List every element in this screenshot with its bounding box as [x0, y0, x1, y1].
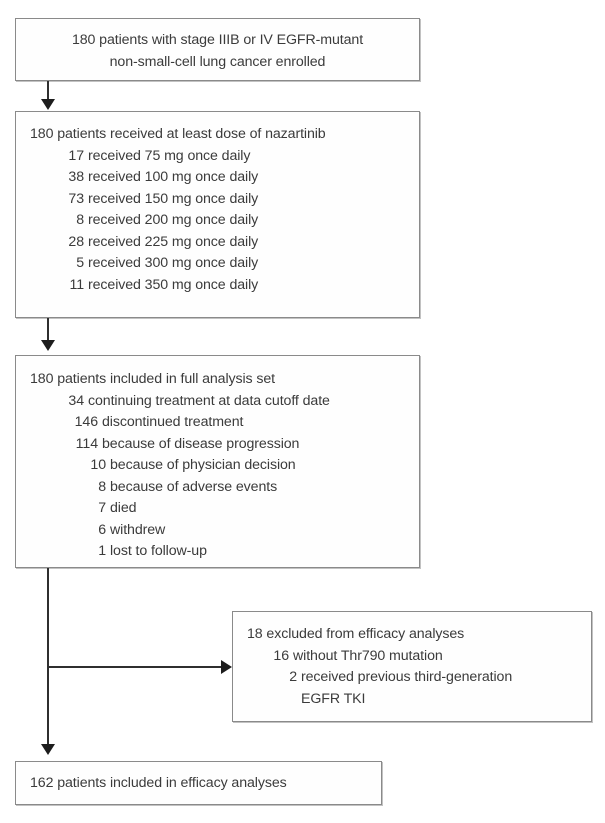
disposition-text: withdrew [110, 521, 166, 538]
dose-text: received 225 mg once daily [88, 233, 259, 250]
dose-count: 73 [68, 190, 84, 207]
disposition-text: because of disease progression [102, 435, 300, 452]
full-analysis-list: 34 continuing treatment at data cutoff d… [30, 391, 405, 563]
connector-branch-to-excluded [47, 666, 225, 668]
excluded-count: 16 [273, 647, 289, 664]
dose-row: 8 received 200 mg once daily [58, 210, 405, 232]
disposition-text: died [110, 500, 137, 516]
excluded-row: 2 received previous third-generation [273, 667, 579, 689]
box-full-analysis-set: 180 patients included in full analysis s… [15, 355, 420, 568]
excluded-text: received previous third-generation [301, 669, 513, 685]
disposition-count: 10 [90, 457, 106, 473]
disposition-count: 6 [98, 521, 106, 538]
arrowhead-treated-to-full-analysis [41, 340, 55, 351]
box-treated-doses: 180 patients received at least dose of n… [15, 111, 420, 318]
connector-full-analysis-trunk [47, 568, 49, 745]
excluded-list: 16 without Thr790 mutation 2 received pr… [265, 646, 579, 711]
dose-row: 5 received 300 mg once daily [58, 253, 405, 275]
excluded-continuation-text: EGFR TKI [301, 690, 366, 707]
disposition-row: 1 lost to follow-up [74, 541, 405, 563]
dose-row: 17 received 75 mg once daily [58, 146, 405, 168]
disposition-count: 114 [75, 435, 98, 452]
dose-text: received 75 mg once daily [88, 147, 251, 164]
full-analysis-header: 180 patients included in full analysis s… [30, 371, 276, 387]
disposition-count: 34 [68, 392, 84, 409]
disposition-text: discontinued treatment [102, 414, 244, 430]
dose-row: 38 received 100 mg once daily [58, 167, 405, 189]
dose-text: received 350 mg once daily [88, 276, 259, 293]
box-efficacy-analyses: 162 patients included in efficacy analys… [15, 761, 382, 805]
dose-count: 5 [76, 255, 84, 271]
dose-count: 8 [76, 212, 84, 228]
dose-row: 28 received 225 mg once daily [58, 232, 405, 254]
disposition-row: 7 died [74, 498, 405, 520]
box-enrolled: 180 patients with stage IIIB or IV EGFR-… [15, 18, 420, 81]
disposition-count: 7 [98, 500, 106, 516]
excluded-text: without Thr790 mutation [293, 647, 443, 664]
treated-header: 180 patients received at least dose of n… [30, 126, 326, 142]
arrowhead-full-analysis-to-efficacy [41, 744, 55, 755]
dose-text: received 200 mg once daily [88, 212, 259, 228]
dose-count: 17 [68, 147, 84, 164]
disposition-count: 146 [74, 414, 98, 430]
disposition-row: 34 continuing treatment at data cutoff d… [52, 391, 405, 413]
connector-treated-to-full-analysis [47, 318, 49, 342]
dose-count: 38 [68, 169, 84, 185]
enrolled-line-2: non-small-cell lung cancer enrolled [109, 53, 326, 70]
efficacy-header: 162 patients included in efficacy analys… [30, 775, 287, 791]
disposition-text: lost to follow-up [110, 543, 207, 559]
dose-text: received 100 mg once daily [88, 169, 259, 185]
disposition-row: 6 withdrew [74, 520, 405, 542]
disposition-row: 8 because of adverse events [74, 477, 405, 499]
dose-count: 28 [68, 233, 84, 250]
enrolled-line-1: 180 patients with stage IIIB or IV EGFR-… [71, 32, 364, 48]
dose-row: 11 received 350 mg once daily [58, 275, 405, 297]
arrowhead-enrolled-to-treated [41, 99, 55, 110]
disposition-row: 10 because of physician decision [74, 455, 405, 477]
box-excluded-from-efficacy: 18 excluded from efficacy analyses 16 wi… [232, 611, 592, 722]
arrowhead-branch-to-excluded [221, 660, 232, 674]
disposition-text: because of adverse events [110, 478, 278, 495]
disposition-count: 1 [98, 543, 106, 559]
treated-dose-list: 17 received 75 mg once daily 38 received… [58, 146, 405, 297]
disposition-text: because of physician decision [110, 457, 296, 473]
dose-text: received 150 mg once daily [88, 190, 259, 207]
disposition-count: 8 [98, 478, 106, 495]
dose-text: received 300 mg once daily [88, 255, 259, 271]
disposition-row: 114 because of disease progression [66, 434, 405, 456]
excluded-count: 2 [289, 669, 297, 685]
disposition-text: continuing treatment at data cutoff date [88, 392, 330, 409]
dose-count: 11 [69, 276, 84, 293]
connector-enrolled-to-treated [47, 81, 49, 101]
excluded-row: 16 without Thr790 mutation [265, 646, 579, 668]
dose-row: 73 received 150 mg once daily [58, 189, 405, 211]
disposition-row: 146 discontinued treatment [66, 412, 405, 434]
excluded-header: 18 excluded from efficacy analyses [247, 626, 465, 642]
